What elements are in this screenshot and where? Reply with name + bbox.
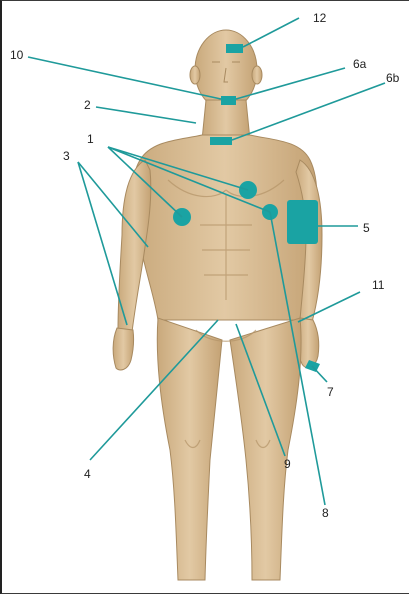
leader-12 [243, 18, 299, 47]
label-8: 8 [322, 506, 329, 520]
right-leg [230, 318, 301, 580]
right-ear [252, 66, 262, 84]
label-6b: 6b [386, 71, 400, 85]
label-5: 5 [363, 221, 370, 235]
label-6a: 6a [353, 57, 367, 71]
label-11: 11 [372, 278, 385, 292]
marker-6b [210, 137, 232, 145]
label-3: 3 [63, 149, 70, 163]
human-figure [113, 30, 322, 580]
label-2: 2 [84, 98, 91, 112]
leader-7 [312, 366, 327, 382]
marker-12 [226, 44, 243, 53]
marker-5-arm-band [287, 200, 318, 244]
marker-6a [221, 96, 236, 105]
left-hand [113, 328, 133, 370]
label-10: 10 [10, 48, 24, 62]
left-ear [190, 66, 200, 84]
left-leg [157, 318, 222, 580]
label-12: 12 [313, 11, 327, 25]
leader-2 [96, 107, 196, 123]
label-7: 7 [327, 385, 334, 399]
neck [202, 100, 250, 140]
label-1: 1 [87, 132, 94, 146]
label-4: 4 [84, 467, 91, 481]
leader-6b [232, 83, 385, 140]
label-9: 9 [284, 457, 291, 471]
leader-3b [78, 162, 127, 325]
